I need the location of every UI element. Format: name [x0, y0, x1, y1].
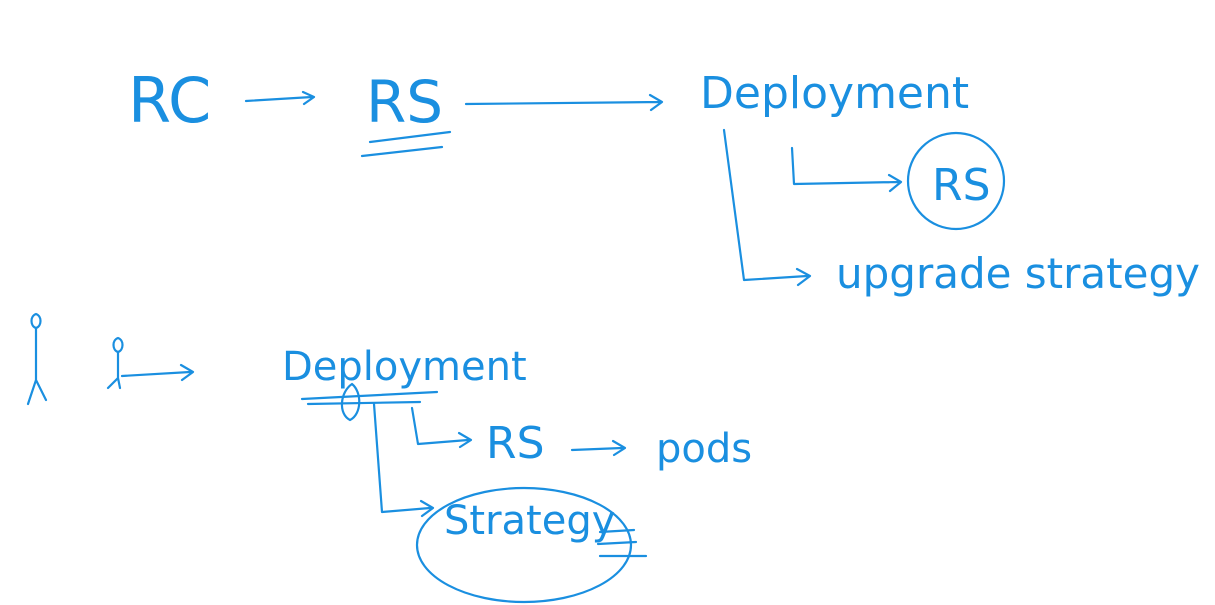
label-rs-top: RS — [366, 68, 443, 136]
arrow-deployment-to-strategy — [372, 402, 435, 518]
circle-rs — [906, 131, 1006, 231]
label-rc: RC — [128, 64, 211, 137]
label-upgrade-strategy: upgrade strategy — [836, 249, 1200, 298]
underline-deployment-bottom — [300, 390, 439, 406]
underline-rs-top — [360, 130, 452, 158]
label-deployment-bottom: Deployment — [282, 344, 527, 390]
arrow-user-to-deployment — [120, 363, 195, 382]
strategy-options-lines — [596, 528, 648, 558]
arrow-rs-to-deployment — [464, 93, 664, 112]
arrow-rc-to-rs — [244, 90, 316, 106]
label-pods: pods — [656, 426, 752, 472]
label-strategy-circled: Strategy — [444, 498, 615, 544]
label-rs-circled: RS — [932, 160, 991, 211]
deployment-y-loop — [340, 382, 361, 422]
circle-strategy — [415, 486, 633, 604]
arrow-deployment-to-rs — [790, 146, 903, 193]
stick-figure-user-2 — [106, 336, 124, 390]
arrow-deployment-to-upgrade-strategy — [722, 128, 812, 287]
label-deployment-top: Deployment — [700, 68, 969, 119]
label-rs-bottom: RS — [486, 418, 545, 469]
stick-figure-user-1 — [26, 312, 48, 406]
arrow-rs-to-pods — [570, 439, 627, 457]
arrow-deployment-to-rs-bottom — [410, 406, 473, 449]
